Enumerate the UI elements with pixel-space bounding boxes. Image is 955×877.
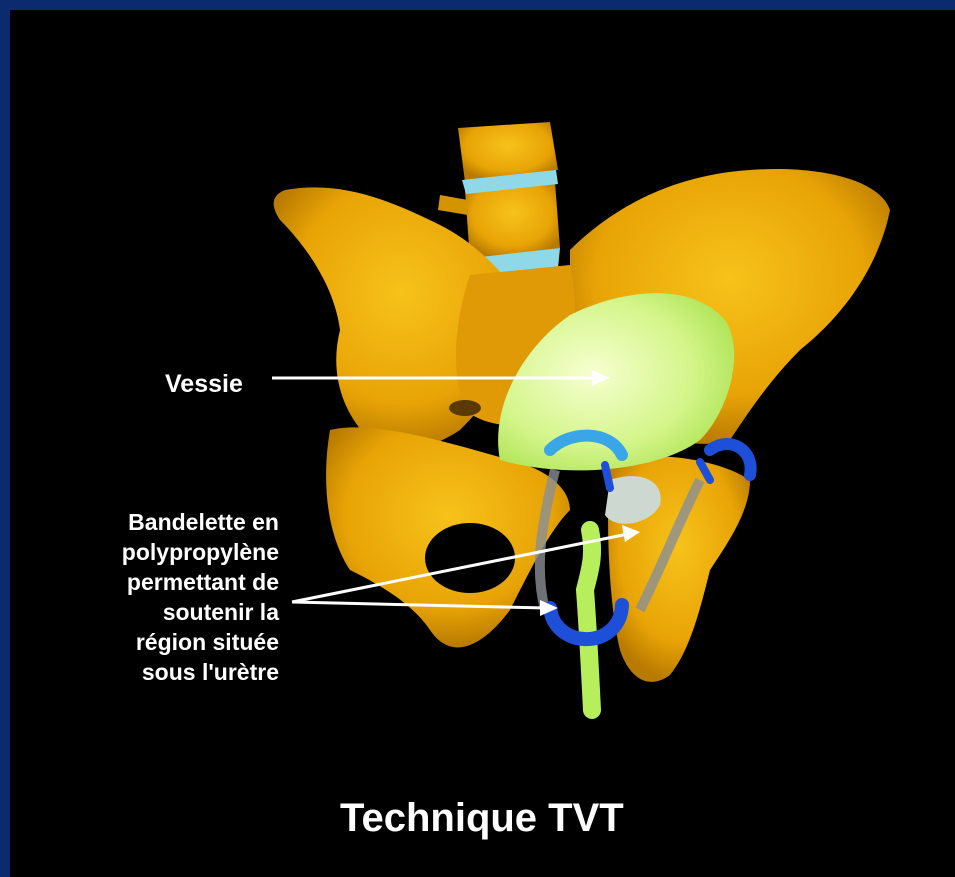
sling-hook-left <box>605 465 610 488</box>
slide-frame-top <box>0 0 955 10</box>
slide-frame-left <box>0 0 10 877</box>
label-bandelette-line: Bandelette en <box>19 507 279 537</box>
pelvis-illustration <box>10 10 955 877</box>
vertebra-process-left <box>438 195 468 215</box>
label-bandelette-line: région située <box>19 627 279 657</box>
vertebra-middle <box>465 182 560 260</box>
label-bandelette-line: sous l'urètre <box>19 657 279 687</box>
label-vessie: Vessie <box>165 370 243 399</box>
urethra <box>585 530 592 710</box>
label-bandelette: Bandelette en polypropylène permettant d… <box>19 507 279 687</box>
sacral-foramen <box>449 400 481 416</box>
slide-stage: Vessie Bandelette en polypropylène perme… <box>10 10 955 877</box>
obturator-foramen-left <box>425 523 515 593</box>
label-bandelette-line: soutenir la <box>19 597 279 627</box>
slide-title: Technique TVT <box>340 796 624 841</box>
label-bandelette-line: permettant de <box>19 567 279 597</box>
label-bandelette-line: polypropylène <box>19 537 279 567</box>
